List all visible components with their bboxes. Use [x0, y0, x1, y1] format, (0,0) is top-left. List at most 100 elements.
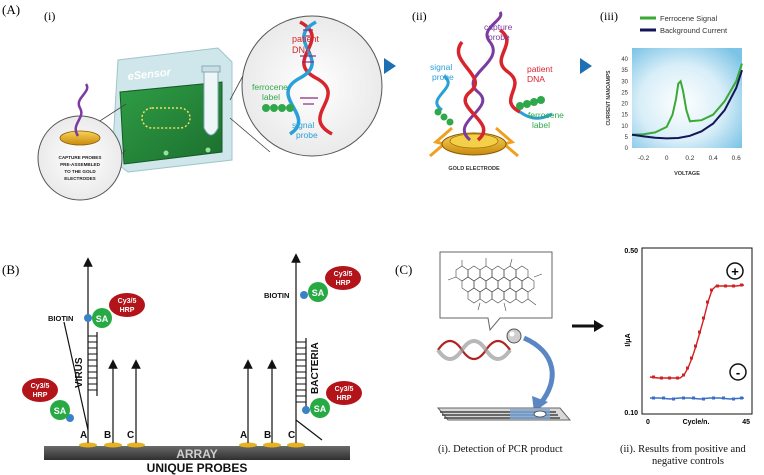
biotin-label: BIOTIN: [264, 291, 289, 300]
ferrocene-label: ferrocene: [528, 110, 564, 120]
probe-letter-a: A: [80, 430, 87, 441]
y-axis-label: CURRENT NANOAMPS: [606, 70, 612, 126]
gold-pads: [79, 442, 305, 448]
zoom-line: [229, 117, 271, 153]
sa-badge: [50, 400, 70, 420]
x-tick-label: 0.4: [709, 155, 718, 162]
chart-plot-area: [632, 48, 742, 148]
hrp-label-line1: Cy3/5: [335, 386, 354, 393]
array-substrate: [44, 446, 350, 460]
sa-label: SA: [312, 288, 325, 298]
y-tick-label: 0: [625, 146, 629, 152]
y-tick-label: 10: [621, 124, 628, 130]
probe-letter-c: C: [127, 430, 134, 441]
base-pairs: [300, 29, 318, 105]
positive-markers: [652, 283, 743, 380]
caption-c-i: (i). Detection of PCR product: [438, 444, 563, 455]
electrode-top: [449, 133, 499, 149]
sa-label: SA: [54, 406, 67, 416]
panel-b: (B) ARRAY UNIQUE PROBES VIRUS BIOTIN: [2, 253, 362, 475]
x-tick-label: 0: [665, 155, 669, 162]
hrp-label-line2: HRP: [337, 395, 352, 402]
biotin-label: BIOTIN: [48, 314, 73, 323]
screen-printed-electrode: [436, 407, 572, 421]
patient-dna-label: patient: [292, 34, 320, 44]
hrp-label-line2: HRP: [336, 280, 351, 287]
sensor-chip: [119, 81, 223, 165]
caption-c-ii-line1: (ii). Results from positive and: [620, 444, 746, 455]
ferrocene-label: ferrocene: [252, 82, 288, 92]
positive-trace: [649, 284, 745, 379]
probe-letter-b: B: [104, 430, 111, 441]
tube-cap: [201, 65, 221, 73]
capture-caption-line: ELECTRODES: [64, 176, 95, 181]
biotin-dot: [84, 314, 92, 322]
probe-lines-left: [63, 257, 141, 443]
sa-badge: [310, 398, 330, 418]
probe-letter-b: B: [264, 430, 271, 441]
chip-contact: [163, 150, 169, 156]
signal-probe-label: signal: [292, 120, 314, 130]
molecule-bubble: [439, 251, 553, 332]
probe-letters-right: A B C: [240, 430, 295, 441]
hrp-label-line1: Cy3/5: [118, 298, 137, 305]
pcr-x-min-label: 0: [646, 419, 650, 426]
zoom-circle-right: [241, 15, 383, 157]
probe-letters-left: A B C: [80, 430, 134, 441]
patient-dna-strand: [456, 40, 486, 142]
y-tick-label: 25: [621, 90, 628, 96]
probe-lines-right: [243, 253, 323, 443]
hybrid-rungs: [88, 335, 97, 391]
y-tick-label: 20: [621, 102, 628, 108]
pcr-y-axis-label: I/μA: [625, 333, 632, 346]
patient-dna-label: DNA: [292, 45, 311, 55]
x-tick-label: 0.2: [685, 155, 694, 162]
probe-letter-a: A: [240, 430, 247, 441]
hybridization-zoom: patient DNA ferrocene label signal probe: [229, 15, 383, 157]
bacteria-label: BACTERIA: [310, 342, 321, 394]
capture-caption-line: TO THE GOLD: [64, 169, 96, 174]
sa-badge: [92, 308, 112, 328]
result-arrowhead-icon: [594, 320, 604, 332]
chart-series: [631, 63, 743, 140]
y-tick-label: 5: [625, 135, 629, 141]
probe-letter-c: C: [288, 430, 295, 441]
x-tick-label: 0.6: [732, 155, 741, 162]
pcr-x-max-label: 45: [742, 419, 750, 426]
pcr-x-axis-label: Cycle/n.: [683, 419, 710, 426]
panel-a: (A) (i) eSensor CAPTURE PROBES PRE-ASSEM…: [2, 2, 743, 201]
patient-dna-strand: [299, 20, 333, 136]
panel-a-sub-iii: (iii): [600, 9, 618, 23]
y-tick-label: 40: [621, 57, 628, 63]
panel-a-label: (A): [2, 2, 20, 17]
hrp-label-line2: HRP: [120, 307, 135, 314]
signal-probe-strand: [286, 20, 317, 136]
ferrocene-dots: [262, 104, 294, 112]
legend-label: Ferrocene Signal: [660, 14, 717, 23]
hrp-label-line1: Cy3/5: [334, 271, 353, 278]
biotin-dot: [300, 291, 308, 299]
panel-a-sub-i: (i): [44, 9, 55, 23]
sa-badge: [308, 282, 328, 302]
plus-sign: +: [731, 264, 739, 279]
step-arrow-icon: [580, 58, 592, 74]
capture-caption-line: CAPTURE PROBES: [59, 155, 102, 160]
y-tick-label: 15: [621, 113, 628, 119]
capture-probe-zoom: CAPTURE PROBES PRE-ASSEMBLED TO THE GOLD…: [37, 83, 127, 201]
chip-contact: [205, 147, 211, 153]
minus-sign: -: [736, 365, 740, 380]
transfer-arrow: [522, 335, 555, 406]
capture-probe-label: probe: [488, 32, 510, 42]
ferrocene-label: label: [532, 120, 550, 130]
spark-icon: [429, 126, 453, 158]
sa-label: SA: [314, 404, 327, 414]
pcr-results-chart: 0.50 0.10 I/μA 0 45 Cycle/n.: [624, 247, 753, 426]
virus-label: VIRUS: [74, 357, 85, 388]
ferrocene-dots: [434, 96, 545, 126]
chip-trace: [141, 107, 191, 129]
panel-a-sub-ii: (ii): [412, 9, 427, 23]
ferrocene-label: label: [262, 92, 280, 102]
x-tick-label: -0.2: [638, 155, 650, 162]
negative-control-icon: [729, 363, 747, 381]
